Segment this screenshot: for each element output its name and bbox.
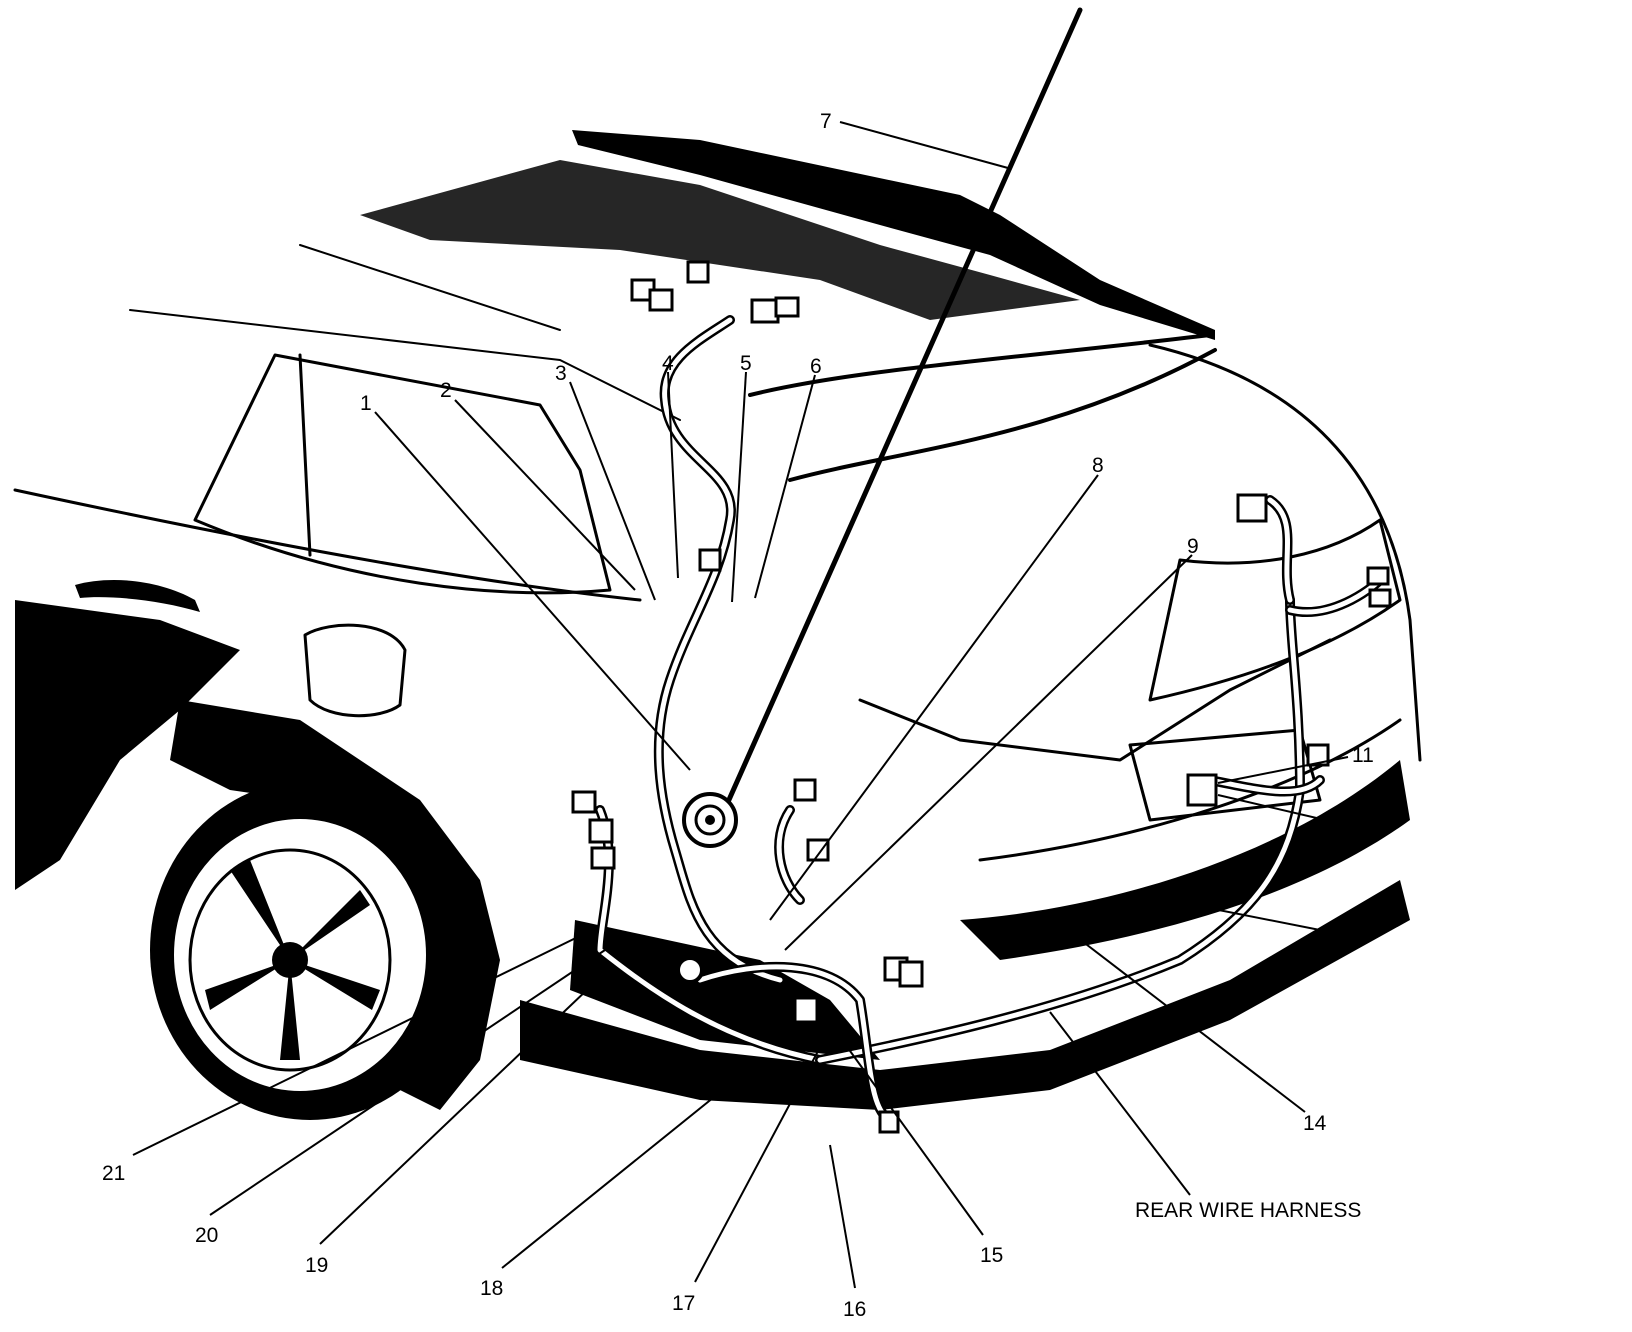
connector-plate-lamp [1186, 773, 1218, 807]
bumper-lower-skirt [520, 880, 1410, 1110]
antenna-lead [717, 7, 1083, 823]
bumper-upper-line [978, 718, 1402, 862]
door-handle [75, 580, 200, 612]
connector-center-2 [806, 838, 830, 862]
rear-quarter-shadow [170, 700, 500, 1110]
rear-glass-upper [360, 160, 1080, 320]
connectors [571, 260, 1392, 1134]
leader-20 [209, 947, 609, 1216]
leader-18 [501, 1059, 761, 1269]
callout-18: 18 [480, 1277, 503, 1300]
connector-roof-5 [774, 296, 800, 318]
fuel-door [303, 623, 407, 718]
leader-9 [784, 554, 1193, 951]
leader-16 [829, 1144, 856, 1289]
callout-14: 14 [1303, 1112, 1327, 1135]
harness-plate-branch-core [1207, 777, 1323, 794]
rear-wheel [150, 780, 470, 1120]
leader-harness [1049, 1011, 1191, 1196]
taillight-right [1148, 518, 1402, 702]
leader-5 [731, 371, 747, 603]
harness-upper-trunk-core [656, 317, 783, 983]
harness-grommet-lower [676, 956, 704, 984]
connector-roof-4 [750, 298, 780, 324]
callout-4: 4 [662, 352, 674, 375]
leader-4 [667, 371, 679, 579]
callout-8: 8 [1092, 454, 1104, 477]
leader-17 [694, 1037, 826, 1283]
leader-15 [844, 1043, 984, 1236]
right-rear-edge [1148, 343, 1422, 762]
antenna-grommet [682, 792, 738, 848]
b-pillar [298, 353, 312, 557]
roof-spoiler [572, 130, 1215, 340]
connector-right-upper [1236, 493, 1268, 523]
callout-1: 1 [360, 392, 372, 415]
license-plate-recess [1128, 728, 1322, 822]
body-shoulder-line [13, 488, 642, 602]
callout-11: 11 [1352, 744, 1374, 767]
leader-19 [319, 967, 611, 1245]
callout-16: 16 [843, 1298, 866, 1321]
bumper-dark-band [960, 760, 1410, 960]
leader-7 [839, 121, 1009, 169]
connector-bottom-center [793, 996, 819, 1024]
callout-19: 19 [305, 1254, 328, 1277]
leader-lines [132, 121, 1369, 1289]
callout-5: 5 [740, 352, 752, 375]
leader-11 [1217, 756, 1349, 784]
connector-bottom-right [878, 1110, 900, 1134]
roof-rail-2 [299, 244, 561, 331]
leader-21 [132, 931, 589, 1156]
leader-11b [1217, 794, 1369, 831]
leader-6 [754, 374, 816, 599]
callout-15: 15 [980, 1244, 1003, 1267]
vehicle-body-outline [13, 130, 1422, 1120]
connector-roof-2 [648, 288, 674, 312]
callout-9: 9 [1187, 535, 1199, 558]
harness-bottom-loop-core [697, 964, 893, 1123]
leader-1 [374, 411, 691, 771]
callout-3: 3 [555, 362, 567, 385]
connector-right-side-2 [1368, 588, 1392, 608]
leader-8 [769, 474, 1099, 921]
side-window-frame [193, 353, 612, 595]
connector-left-3 [590, 846, 616, 870]
harness-center-branch-core [776, 807, 803, 903]
taillight-left [858, 638, 1332, 762]
connector-right-side-1 [1366, 566, 1390, 586]
connector-right-lower [1306, 743, 1330, 767]
connector-left-2 [588, 818, 614, 844]
callout-6: 6 [810, 355, 822, 378]
rear-wire-harness-label: REAR WIRE HARNESS [1135, 1199, 1361, 1222]
callout-2: 2 [440, 379, 452, 402]
hatch-lower-edge [788, 348, 1217, 482]
connector-roof-3 [686, 260, 710, 284]
callout-20: 20 [195, 1224, 218, 1247]
callout-17: 17 [672, 1292, 695, 1315]
lower-side-shadow [15, 600, 240, 890]
roof-rail [129, 309, 681, 421]
connector-center-1 [793, 778, 817, 802]
leader-2 [454, 399, 636, 591]
hatch-edge [748, 333, 1212, 397]
leader-plate [1157, 897, 1331, 933]
under-bumper-shadow [570, 920, 880, 1060]
connector-bumper-2 [898, 960, 924, 988]
callout-labels: 1 2 3 4 5 6 7 8 9 11 14 15 16 17 18 19 2… [102, 110, 1374, 1321]
callout-21: 21 [102, 1162, 125, 1185]
callout-7: 7 [820, 110, 832, 133]
connector-left-1 [571, 790, 597, 814]
connector-hatch [698, 548, 722, 572]
harness-right-upper-core [1267, 497, 1293, 603]
leader-3 [569, 381, 656, 601]
wheel-spokes [205, 860, 380, 1060]
leader-14 [1064, 927, 1306, 1113]
